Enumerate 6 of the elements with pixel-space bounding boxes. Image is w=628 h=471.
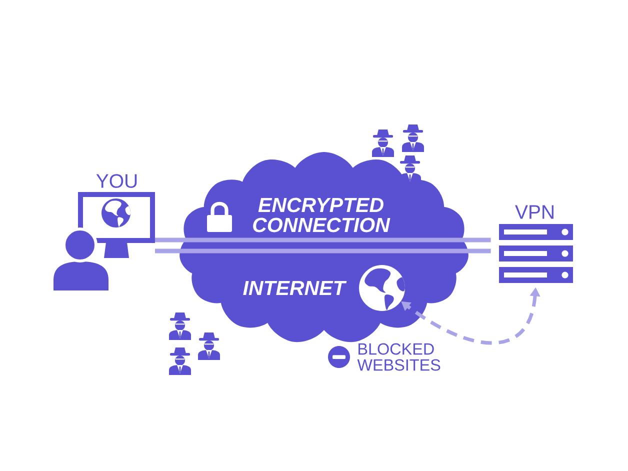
node-label: YOU xyxy=(96,174,137,188)
globe-icon xyxy=(359,265,405,311)
node-label: VPN xyxy=(515,205,554,219)
text-label: BLOCKED WEBSITES xyxy=(357,343,440,371)
node-label: ENCRYPTED CONNECTION xyxy=(253,198,390,232)
node-label: INTERNET xyxy=(243,280,347,296)
